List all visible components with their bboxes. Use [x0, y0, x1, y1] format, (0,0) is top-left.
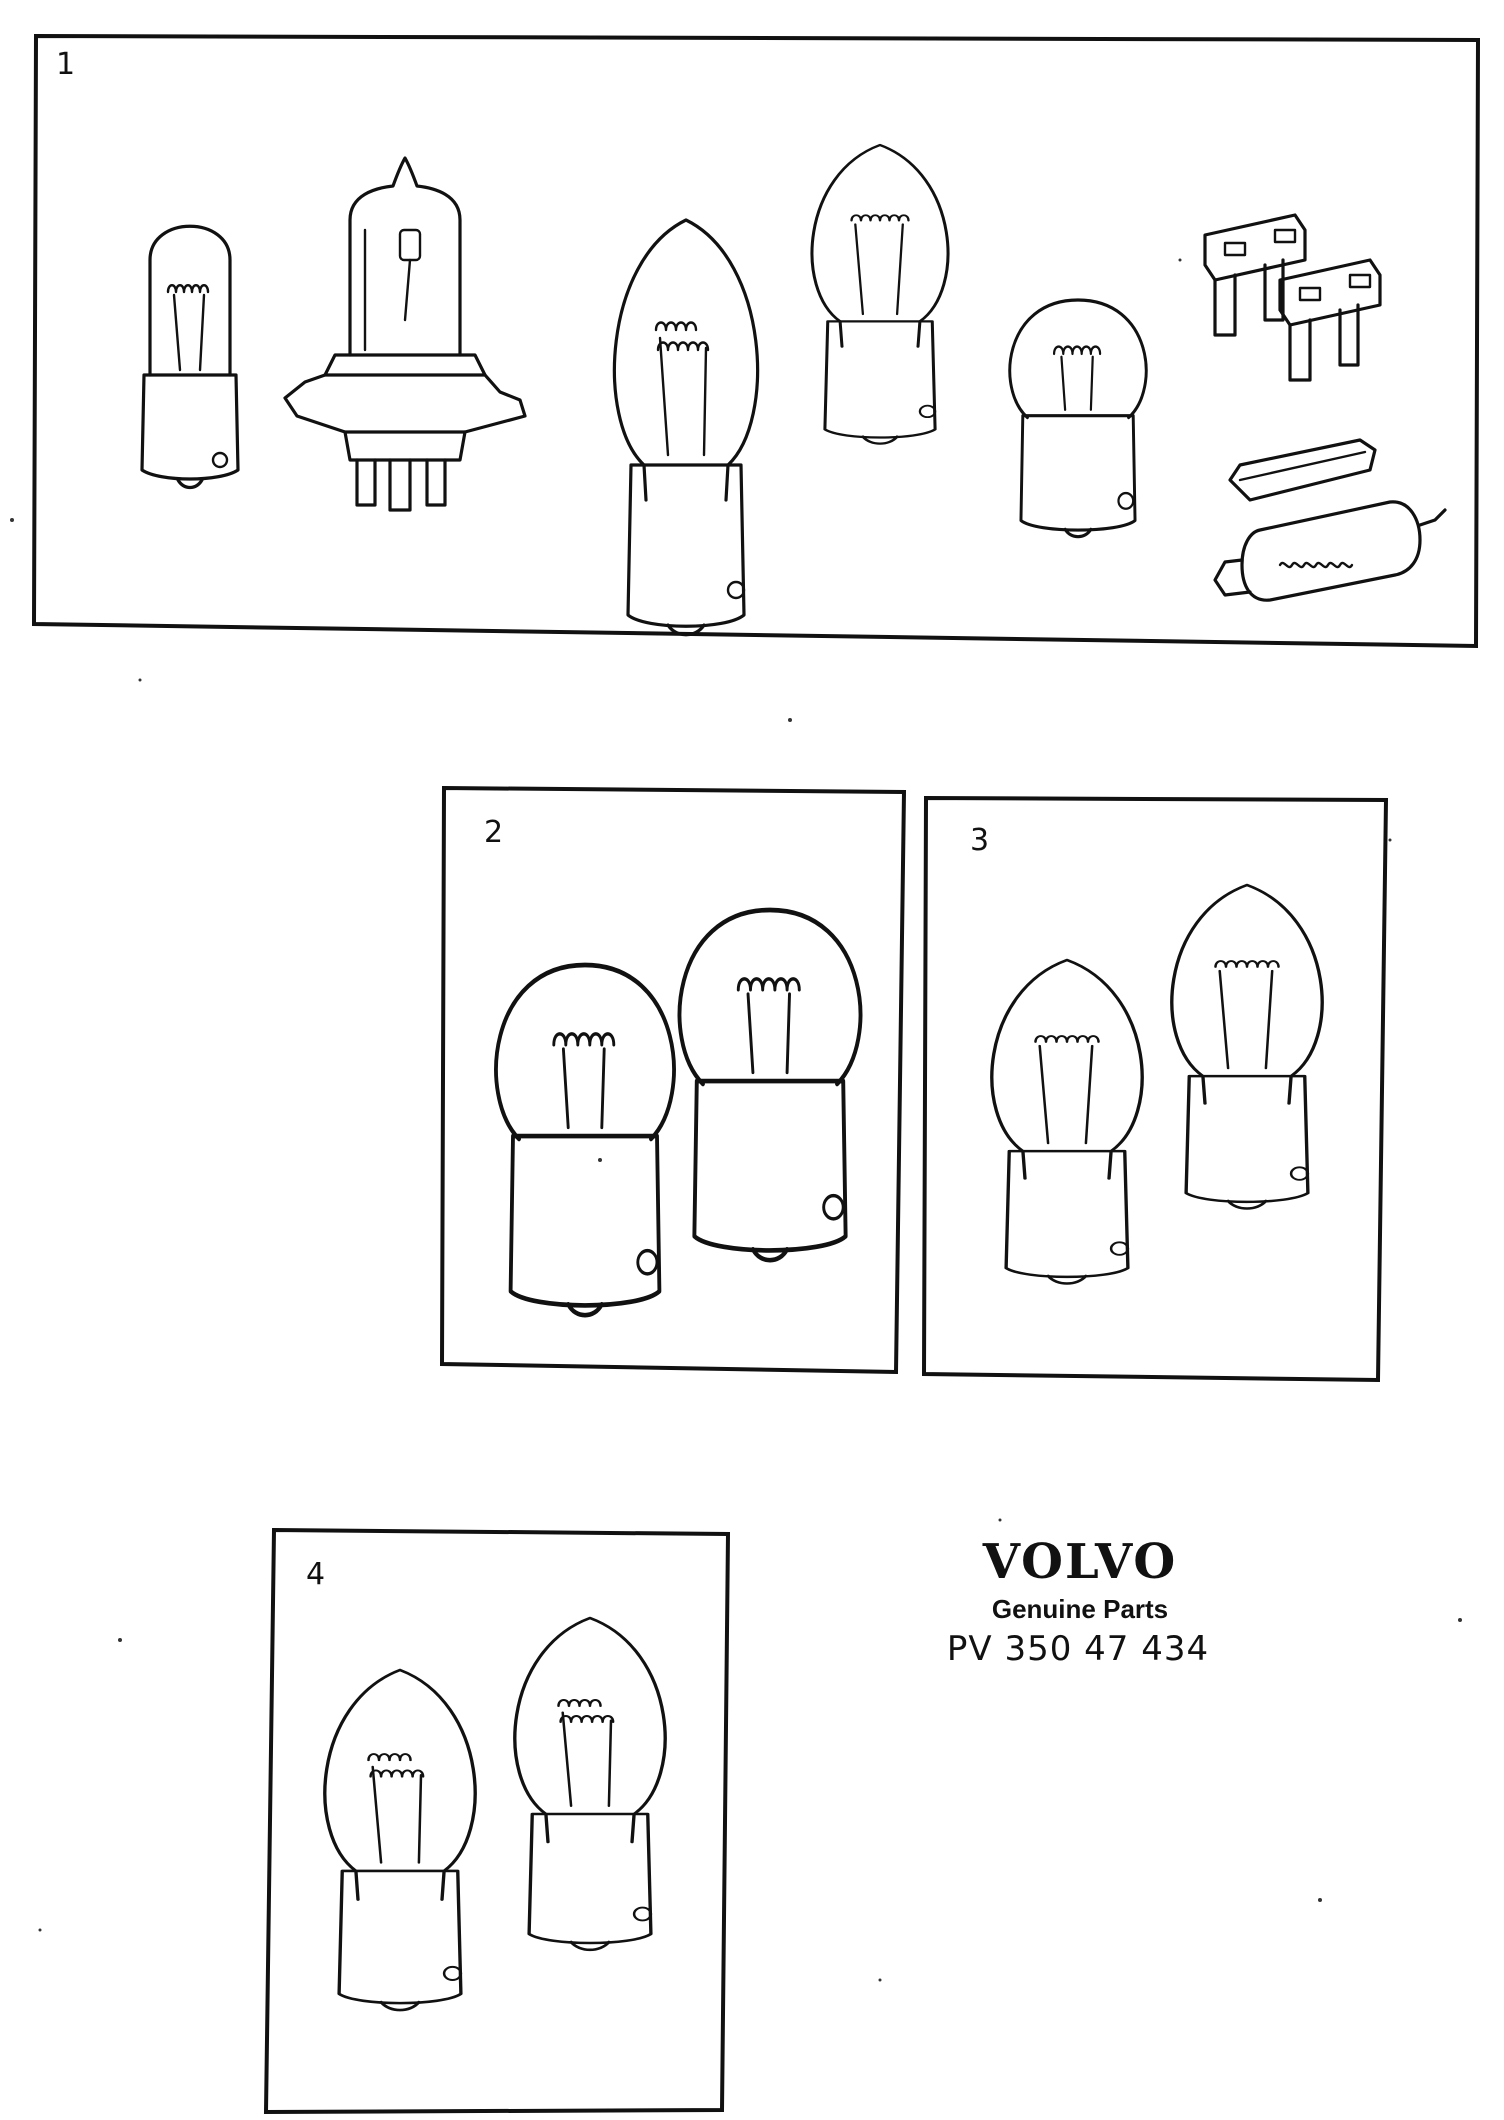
volvo-logo: VOLVO [982, 1534, 1177, 1590]
blade-fuse-icon [1278, 258, 1382, 382]
single-filament-bulb-icon [612, 218, 760, 637]
small-bulb-icon [680, 910, 861, 1260]
dual-filament-bulb-icon [323, 1668, 477, 2012]
blade-fuse-icon [1203, 213, 1307, 337]
brand-block: VOLVO Genuine Parts PV 350 47 434 [947, 1534, 1209, 1669]
scan-noise [10, 258, 1462, 1982]
panel-1-number: 1 [56, 47, 75, 82]
single-filament-bulb-icon [990, 958, 1144, 1286]
part-number: PV 350 47 434 [947, 1629, 1209, 1669]
festoon-bulb-icon [1213, 500, 1447, 602]
panel-3-number: 3 [970, 823, 989, 858]
panel-3: 3 [921, 795, 1389, 1383]
dual-filament-bulb-icon [810, 143, 950, 446]
tubular-bulb-icon [140, 224, 240, 490]
panel-2: 2 [439, 785, 907, 1375]
small-bulb-icon [1008, 298, 1148, 539]
dual-filament-bulb-icon [513, 1616, 667, 1952]
panel-4: 4 [263, 1527, 731, 2115]
small-bulb-icon [496, 965, 674, 1315]
single-filament-bulb-icon [1170, 883, 1324, 1211]
panel-1: 1 [31, 33, 1481, 649]
halogen-h4-bulb-icon [283, 156, 527, 512]
panel-4-number: 4 [306, 1557, 325, 1592]
glass-fuse-icon [1228, 438, 1377, 502]
tagline: Genuine Parts [992, 1594, 1168, 1624]
panel-2-number: 2 [484, 815, 503, 850]
